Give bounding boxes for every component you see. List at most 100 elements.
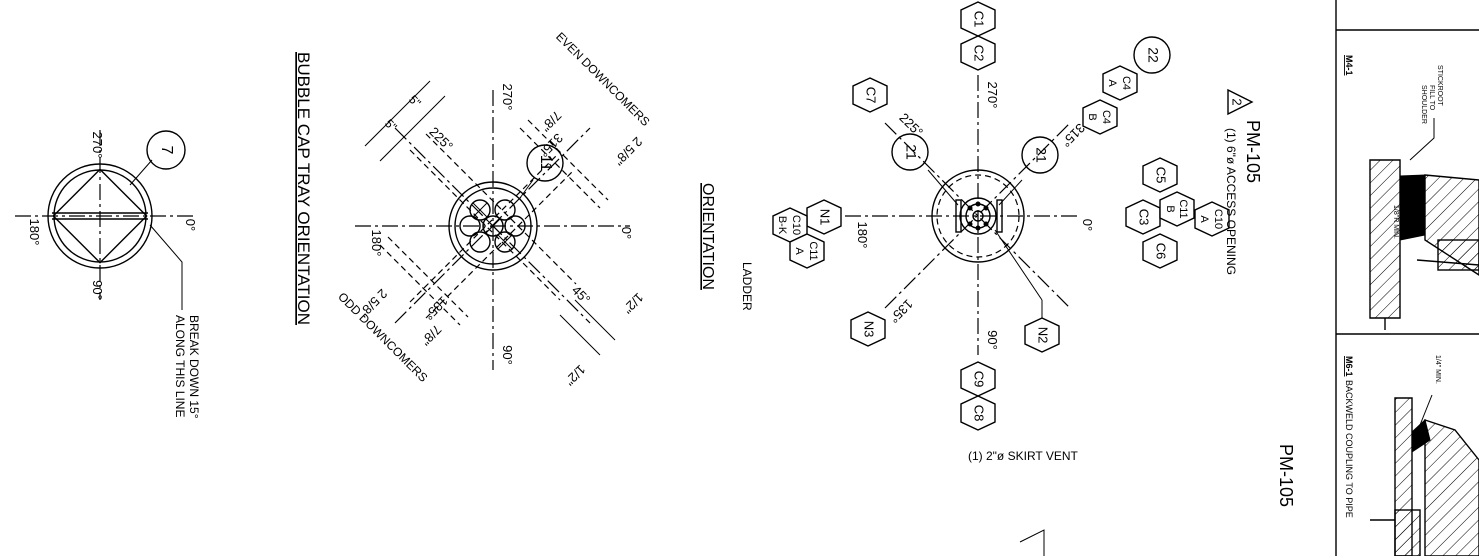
nozzle-n1: N1 xyxy=(806,199,842,235)
tray-angle-90: 90° xyxy=(500,345,515,365)
nozzle-c11a: C11 A xyxy=(789,233,825,269)
nozzle-c9-text: C9 xyxy=(972,371,987,388)
nozzle-c3: C3 xyxy=(1125,199,1161,235)
bubble-22 xyxy=(1133,36,1171,74)
m4-min: 1/8"R MIN. xyxy=(1392,205,1399,239)
nozzle-c10bk: C10 B-K xyxy=(772,207,808,243)
even-downcomers-label: EVEN DOWNCOMERS xyxy=(553,29,652,128)
revision-triangle xyxy=(1227,88,1254,116)
nozzle-n3: N3 xyxy=(850,311,886,347)
break-note-line2: ALONG THIS LINE xyxy=(173,315,187,417)
orient-angle-270: 270° xyxy=(985,82,1000,109)
nozzle-n1-text: N1 xyxy=(818,209,833,226)
tray-angle-45: 45° xyxy=(569,283,594,308)
nozzle-c6: C6 xyxy=(1142,233,1178,269)
nozzle-c11a-sub: A xyxy=(793,247,805,255)
nozzle-c4b-sub: B xyxy=(1086,113,1098,120)
tray-dim-1-2-b: 1/2" xyxy=(562,362,589,389)
nozzle-c6-text: C6 xyxy=(1154,243,1169,260)
nozzle-c2: C2 xyxy=(960,35,996,71)
nozzle-c1-text: C1 xyxy=(972,11,987,28)
bubble-7 xyxy=(146,130,186,170)
nozzle-c4a-text: C4 xyxy=(1120,76,1132,90)
nozzle-c7: C7 xyxy=(852,77,888,113)
nozzle-c2-text: C2 xyxy=(972,45,987,62)
m6-label: BACKWELD COUPLING TO PIPE xyxy=(1344,380,1354,518)
left-view: 7 270° 90° 0° 180° BREAK DOWN 15° ALONG … xyxy=(15,130,201,419)
tray-dim-1-2-a: 1/2" xyxy=(620,290,647,317)
tray-angle-0: 0° xyxy=(619,227,634,239)
bubble-11 xyxy=(526,144,564,182)
tray-angle-135: 135° xyxy=(421,293,451,323)
detail-panels: M4-1 STICKROOT FILL TO SHOULDER 1/8"R MI… xyxy=(1335,0,1479,556)
nozzle-c10a-text: C10 xyxy=(1212,209,1224,229)
orient-angle-0: 0° xyxy=(1080,219,1095,231)
nozzle-c11b: C11 B xyxy=(1159,191,1195,227)
angle-270-label: 270° xyxy=(90,132,105,159)
nozzle-c8-text: C8 xyxy=(972,405,987,422)
nozzle-n3-text: N3 xyxy=(862,321,877,338)
tray-title: BUBBLE CAP TRAY ORIENTATION xyxy=(294,52,313,325)
mark-pm105-bottom: PM-105 xyxy=(1276,444,1296,507)
tray-dim-7-8-bot: 7/8" xyxy=(418,322,445,349)
skirt-vent-label: (1) 2"ø SKIRT VENT xyxy=(968,449,1079,463)
ladder-label: LADDER xyxy=(740,262,754,311)
m4-title: M4-1 xyxy=(1344,55,1354,76)
nozzle-c5: C5 xyxy=(1142,157,1178,193)
detail-m4-1: M4-1 STICKROOT FILL TO SHOULDER 1/8"R MI… xyxy=(1344,55,1479,330)
nozzle-c4a: C4 A xyxy=(1102,65,1138,101)
bubble-21-left-text: 21 xyxy=(903,144,919,160)
m4-shoulder: SHOULDER xyxy=(1420,85,1427,124)
nozzle-c11b-sub: B xyxy=(1164,205,1176,212)
angle-0-label: 0° xyxy=(183,219,198,231)
bubble-cap-tray: BUBBLE CAP TRAY ORIENTATION 11 xyxy=(294,29,653,388)
nozzle-c10a-sub: A xyxy=(1198,215,1210,223)
bubble-11-text: 11 xyxy=(537,155,554,172)
bubble-21-right-text: 21 xyxy=(1033,147,1049,163)
orient-angle-135: 135° xyxy=(886,296,916,326)
mark-pm105-top: PM-105 xyxy=(1243,120,1263,183)
nozzle-c7-text: C7 xyxy=(864,87,879,104)
orientation-title: ORIENTATION xyxy=(699,183,716,290)
nozzle-c4a-sub: A xyxy=(1106,79,1118,87)
bubble-21-right xyxy=(1021,136,1059,174)
m6-min: 1/4" MIN. xyxy=(1434,355,1441,384)
access-opening-label: (1) 6"ø ACCESS OPENING xyxy=(1224,128,1238,275)
m6-title: M6-1 xyxy=(1344,356,1354,377)
bubble-7-text: 7 xyxy=(158,146,175,155)
tray-dim-2-5-8-top: 2 5/8" xyxy=(611,134,646,169)
bubble-21-left xyxy=(891,133,929,171)
nozzle-c10a: C10 A xyxy=(1194,201,1230,237)
tray-angle-180: 180° xyxy=(369,230,384,257)
nozzle-n2-text: N2 xyxy=(1036,327,1051,344)
orientation-plan: ORIENTATION LADDER 21 21 C1 xyxy=(699,1,1296,556)
nozzle-c11b-text: C11 xyxy=(1177,199,1189,218)
nozzle-c10bk-text: C10 xyxy=(790,215,802,235)
tray-dim-5a: 5" xyxy=(406,92,424,110)
revision-number: 2 xyxy=(1230,98,1245,105)
angle-90-label: 90° xyxy=(90,280,105,300)
break-note-line1: BREAK DOWN 15° xyxy=(187,315,201,419)
tray-dim-5b: 5" xyxy=(382,116,400,134)
angle-180-label: 180° xyxy=(27,219,42,246)
orient-angle-180: 180° xyxy=(855,222,870,249)
nozzle-c10bk-sub: B-K xyxy=(776,216,788,235)
tray-dim-7-8-top: 7/8" xyxy=(538,108,565,135)
nozzle-c3-text: C3 xyxy=(1137,209,1152,226)
nozzle-c5-text: C5 xyxy=(1154,167,1169,184)
m4-stickroot: STICKROOT xyxy=(1436,65,1443,107)
orient-angle-225: 225° xyxy=(896,110,926,140)
nozzle-c4b: C4 B xyxy=(1082,99,1118,135)
nozzle-c1: C1 xyxy=(960,1,996,37)
nozzle-c11a-text: C11 xyxy=(807,241,819,260)
nozzle-c8: C8 xyxy=(960,395,996,431)
nozzle-c4b-text: C4 xyxy=(1100,110,1112,124)
nozzle-n2: N2 xyxy=(1024,317,1060,353)
m4-fill-to: FILL TO xyxy=(1428,85,1435,111)
tray-angle-225: 225° xyxy=(426,124,456,154)
bubble-22-text: 22 xyxy=(1145,47,1161,63)
detail-m6-1: M6-1 BACKWELD COUPLING TO PIPE 1/4" MIN. xyxy=(1344,355,1479,556)
orient-angle-90: 90° xyxy=(985,330,1000,350)
nozzle-c9: C9 xyxy=(960,361,996,397)
